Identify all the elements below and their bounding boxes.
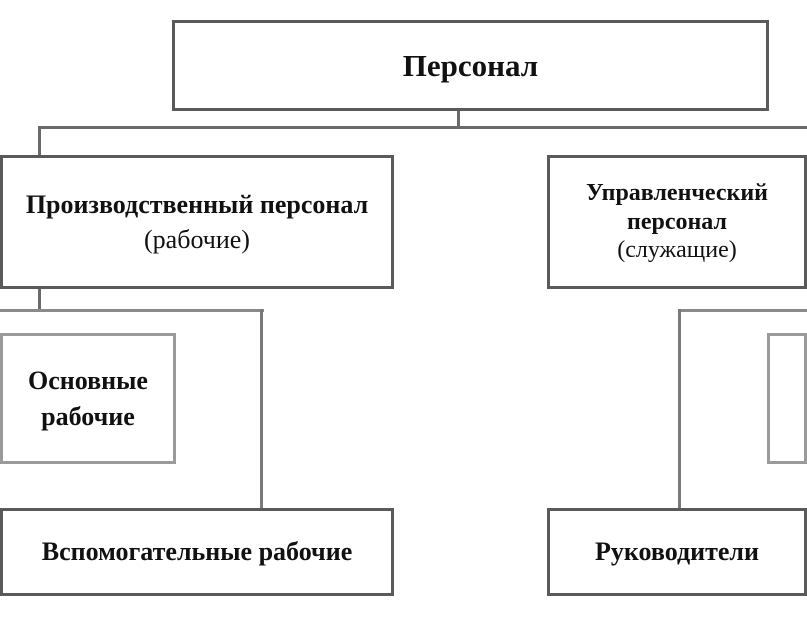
production-subtitle: (рабочие) [144, 225, 250, 254]
connector-horizontal-top [38, 126, 807, 129]
connector-production-down [38, 288, 41, 311]
production-box: Производственный персонал (рабочие) [0, 155, 394, 289]
main-workers-line1: Основные [28, 366, 148, 396]
root-box: Персонал [172, 20, 769, 111]
production-frame-right [260, 309, 263, 509]
management-subtitle: (служащие) [617, 237, 737, 264]
management-frame-left [678, 309, 681, 509]
management-title: Управленческий персонал [585, 179, 769, 235]
management-frame-top [678, 309, 807, 312]
leaders-label: Руководители [595, 537, 759, 567]
auxiliary-workers-box: Вспомогательные рабочие [0, 508, 394, 596]
production-frame-top [0, 309, 264, 312]
production-title: Производственный персонал [25, 189, 369, 219]
auxiliary-workers-label: Вспомогательные рабочие [41, 537, 353, 567]
leaders-box: Руководители [547, 508, 807, 596]
management-box: Управленческий персонал (служащие) [547, 155, 807, 289]
root-label: Персонал [402, 47, 539, 83]
management-inner-box [767, 333, 807, 464]
main-workers-line2: рабочие [41, 401, 135, 431]
connector-root-down [457, 110, 460, 128]
main-workers-box: Основные рабочие [0, 333, 176, 464]
connector-left-down [38, 126, 41, 156]
